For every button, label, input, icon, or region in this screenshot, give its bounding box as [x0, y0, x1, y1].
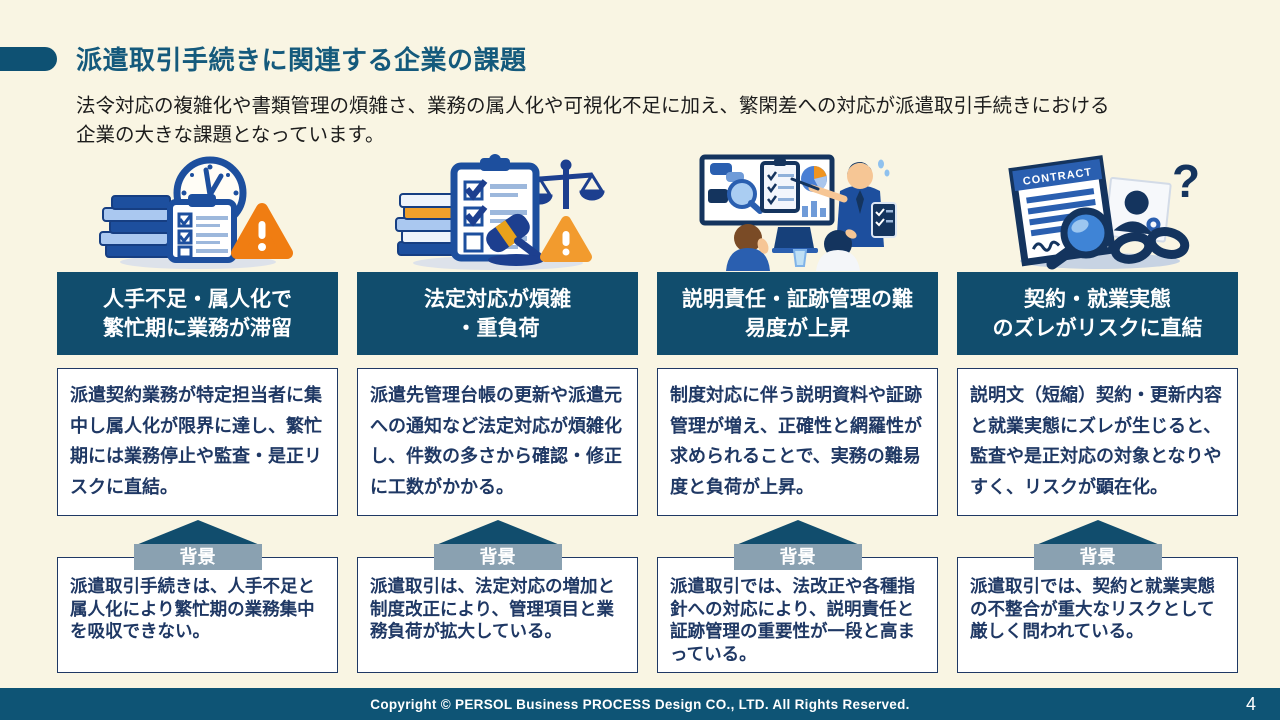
- background-text: 派遣取引では、契約と就業実態の不整合が重大なリスクとして厳しく問われている。: [957, 557, 1238, 673]
- header-line: ・重負荷: [455, 316, 540, 340]
- background-text: 派遣取引手続きは、人手不足と属人化により繁忙期の業務集中を吸収できない。: [57, 557, 338, 673]
- challenge-header: 説明責任・証跡管理の難 易度が上昇: [657, 272, 938, 355]
- header-line: 契約・就業実態: [1024, 287, 1171, 311]
- background-tag: 背景: [433, 544, 562, 570]
- challenge-columns: 人手不足・属人化で 繁忙期に業務が滞留 派遣契約業務が特定担当者に集中し属人化が…: [57, 145, 1238, 673]
- background-section: 背景 派遣取引は、法定対応の増加と制度改正により、管理項目と業務負荷が拡大してい…: [357, 520, 638, 673]
- header-line: 易度が上昇: [745, 316, 850, 340]
- up-arrow-icon: [1035, 520, 1160, 545]
- challenge-column-1: 人手不足・属人化で 繁忙期に業務が滞留 派遣契約業務が特定担当者に集中し属人化が…: [57, 145, 338, 673]
- accountability-presentation-icon: [657, 145, 938, 271]
- background-text: 派遣取引は、法定対応の増加と制度改正により、管理項目と業務負荷が拡大している。: [357, 557, 638, 673]
- contract-mismatch-magnifier-icon: ? CONTRACT: [957, 145, 1238, 271]
- page-title: 派遣取引手続きに関連する企業の課題: [76, 45, 527, 75]
- challenge-description: 説明文（短縮）契約・更新内容と就業実態にズレが生じると、監査や是正対応の対象とな…: [957, 368, 1238, 516]
- header-line: 説明責任・証跡管理の難: [682, 287, 913, 311]
- background-section: 背景 派遣取引では、契約と就業実態の不整合が重大なリスクとして厳しく問われている…: [957, 520, 1238, 673]
- slide-subtitle: 法令対応の複雑化や書類管理の煩雑さ、業務の属人化や可視化不足に加え、繁閑差への対…: [76, 92, 1110, 150]
- legal-clipboard-scale-gavel-icon: [357, 145, 638, 271]
- copyright-text: Copyright © PERSOL Business PROCESS Desi…: [370, 696, 910, 712]
- challenge-column-2: 法定対応が煩雑 ・重負荷 派遣先管理台帳の更新や派遣元への通知など法定対応が煩雑…: [357, 145, 638, 673]
- challenge-column-4: ? CONTRACT: [957, 145, 1238, 673]
- footer-bar: Copyright © PERSOL Business PROCESS Desi…: [0, 688, 1280, 720]
- header-line: 人手不足・属人化で: [103, 287, 292, 311]
- header-line: 法定対応が煩雑: [424, 287, 571, 311]
- challenge-description: 制度対応に伴う説明資料や証跡管理が増え、正確性と網羅性が求められることで、実務の…: [657, 368, 938, 516]
- title-bullet-icon: [0, 47, 57, 71]
- header-line: 繁忙期に業務が滞留: [103, 316, 292, 340]
- background-tag: 背景: [733, 544, 862, 570]
- challenge-description: 派遣契約業務が特定担当者に集中し属人化が限界に達し、繁忙期には業務停止や監査・是…: [57, 368, 338, 516]
- background-section: 背景 派遣取引手続きは、人手不足と属人化により繁忙期の業務集中を吸収できない。: [57, 520, 338, 673]
- challenge-description: 派遣先管理台帳の更新や派遣元への通知など法定対応が煩雑化し、件数の多さから確認・…: [357, 368, 638, 516]
- question-mark-glyph: ?: [1172, 155, 1200, 207]
- subtitle-line: 企業の大きな課題となっています。: [76, 124, 385, 146]
- challenge-header: 人手不足・属人化で 繁忙期に業務が滞留: [57, 272, 338, 355]
- challenge-header: 契約・就業実態 のズレがリスクに直結: [957, 272, 1238, 355]
- background-tag: 背景: [133, 544, 262, 570]
- challenge-header: 法定対応が煩雑 ・重負荷: [357, 272, 638, 355]
- overload-clock-books-warning-icon: [57, 145, 338, 271]
- up-arrow-icon: [135, 520, 260, 545]
- header-line: のズレがリスクに直結: [992, 316, 1203, 340]
- up-arrow-icon: [735, 520, 860, 545]
- background-section: 背景 派遣取引では、法改正や各種指針への対応により、説明責任と証跡管理の重要性が…: [657, 520, 938, 673]
- up-arrow-icon: [435, 520, 560, 545]
- subtitle-line: 法令対応の複雑化や書類管理の煩雑さ、業務の属人化や可視化不足に加え、繁閑差への対…: [76, 95, 1110, 117]
- challenge-column-3: 説明責任・証跡管理の難 易度が上昇 制度対応に伴う説明資料や証跡管理が増え、正確…: [657, 145, 938, 673]
- background-text: 派遣取引では、法改正や各種指針への対応により、説明責任と証跡管理の重要性が一段と…: [657, 557, 938, 673]
- background-tag: 背景: [1033, 544, 1162, 570]
- page-number: 4: [1245, 694, 1256, 714]
